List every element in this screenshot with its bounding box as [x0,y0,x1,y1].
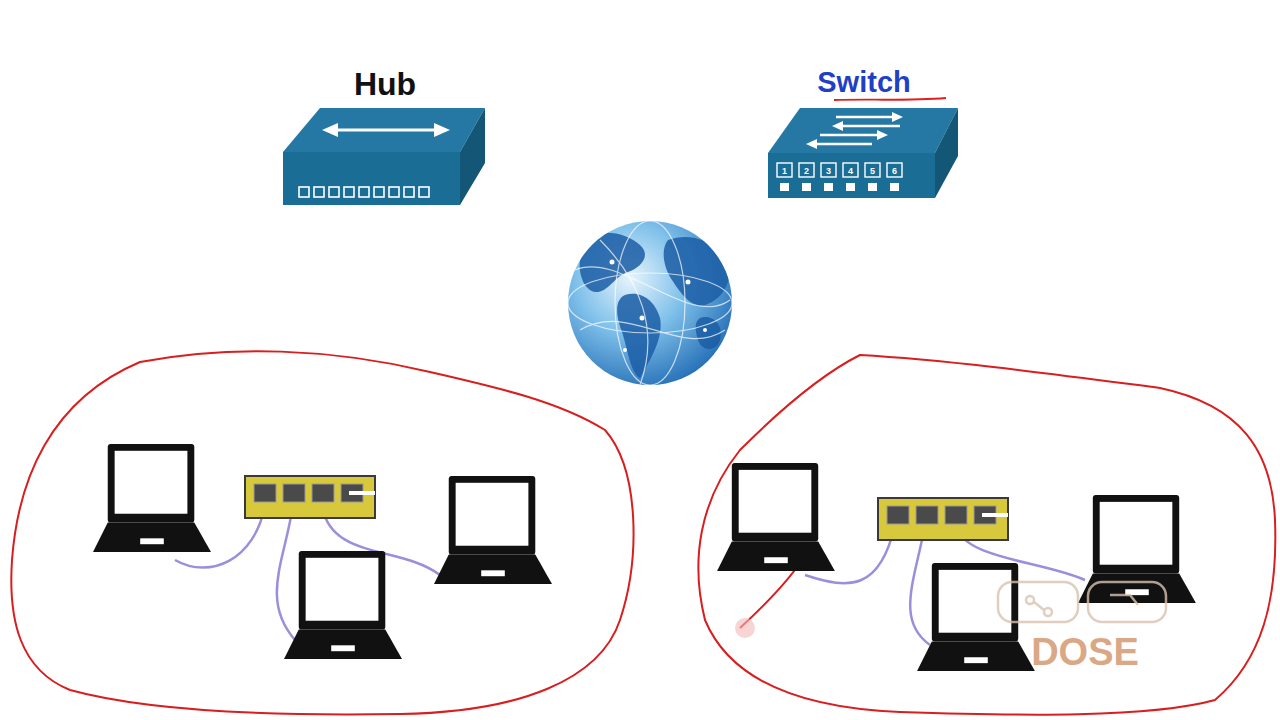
small-hub [245,476,1008,540]
port-number: 6 [892,166,897,175]
switch-device: Switch [765,60,963,202]
port-number: 5 [870,166,875,175]
watermark: DOSE [1031,633,1139,671]
annotation-underline [834,98,946,100]
group-outline [11,351,633,714]
group-outline [698,355,1275,715]
port-number: 3 [826,166,831,175]
port-number: 2 [804,166,809,175]
watermark-logo [998,582,1166,622]
hub-icon [283,108,485,205]
globe [568,221,732,385]
device-label: Hub [280,60,490,100]
switch-icon [768,108,958,198]
device-label: Switch [765,60,963,97]
port-number: 4 [848,166,853,175]
port-number: 1 [782,166,787,175]
laptop [93,444,1196,671]
cursor-mark [735,618,755,638]
hub-device: Hub [280,60,490,208]
